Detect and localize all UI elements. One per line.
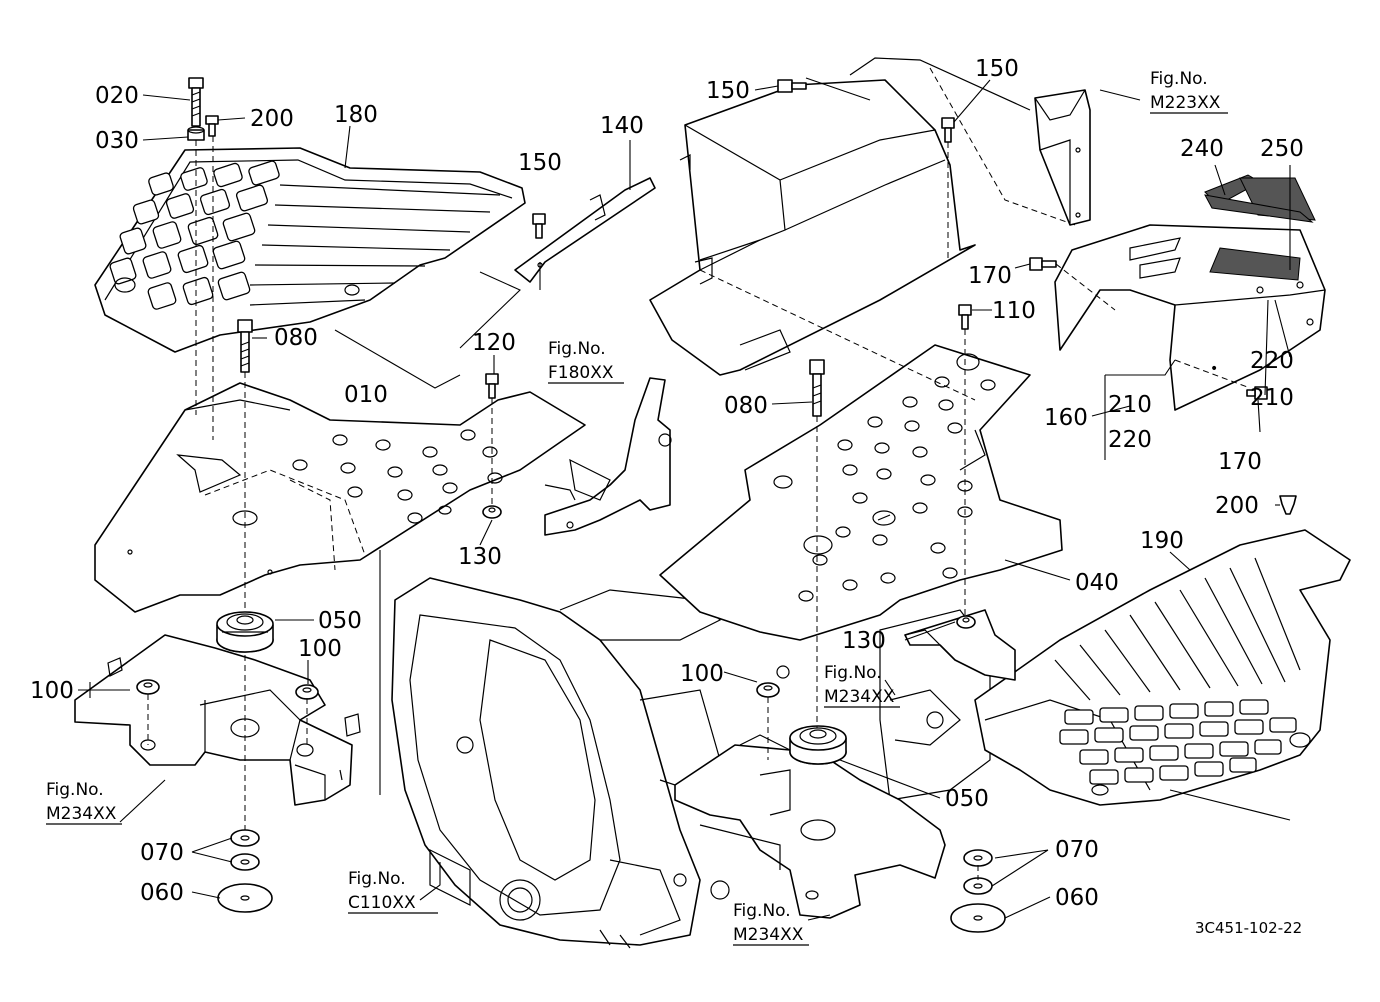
fig-m223-title: Fig.No.	[1150, 69, 1208, 89]
fig-c110-title: Fig.No.	[348, 869, 406, 889]
transmission-housing	[391, 577, 991, 949]
label-170-top: 170	[968, 263, 1012, 289]
mat-cells-right	[1059, 699, 1297, 785]
label-030: 030	[95, 128, 139, 154]
label-210-bracket: 210	[1108, 392, 1152, 418]
label-190: 190	[1140, 528, 1184, 554]
fig-m234-left-title: Fig.No.	[46, 780, 104, 800]
label-180: 180	[334, 102, 378, 128]
label-dot-210: •	[1210, 361, 1218, 377]
bolt-080-center	[809, 359, 825, 417]
label-060-right: 060	[1055, 885, 1099, 911]
label-130-left: 130	[458, 544, 502, 570]
label-100-right: 100	[298, 636, 342, 662]
label-040: 040	[1075, 570, 1119, 596]
bolt-170-bottom	[1246, 386, 1268, 400]
label-250: 250	[1260, 136, 1304, 162]
label-110: 110	[992, 298, 1036, 324]
figure-references: Fig.No. M223XX Fig.No. F180XX Fig.No. M2…	[46, 69, 1228, 946]
decal-240-250	[1204, 174, 1316, 223]
bolt-150-mid	[532, 213, 546, 239]
leader-lines	[78, 77, 1291, 921]
washers-left	[217, 829, 273, 913]
bolt-110	[958, 304, 972, 330]
label-080-center: 080	[724, 393, 768, 419]
label-240: 240	[1180, 136, 1224, 162]
bolt-small-left	[107, 657, 361, 737]
bolt-020	[188, 77, 204, 127]
label-170-bottom: 170	[1218, 449, 1262, 475]
rubber-mount-050-left	[216, 611, 274, 653]
label-050-center: 050	[945, 786, 989, 812]
floor-plate-center	[659, 344, 1063, 641]
label-060-left: 060	[140, 880, 184, 906]
washers-right	[950, 849, 1006, 933]
label-140: 140	[600, 113, 644, 139]
clip-200-left	[205, 115, 219, 137]
label-150-top: 150	[706, 78, 750, 104]
frame-bracket-right	[904, 609, 1016, 681]
part-labels: 020 030 200 180 080 010 120 130 050 100 …	[30, 56, 1304, 911]
floor-plate-left-010	[94, 382, 586, 613]
mat-cells-left	[109, 160, 280, 310]
drawing-code: 3C451-102-22	[1195, 919, 1302, 937]
rubber-mount-050-center	[789, 725, 847, 765]
label-200-left: 200	[250, 106, 294, 132]
bolt-150-right	[941, 117, 955, 143]
alignment-lines	[147, 136, 1251, 880]
label-220-right: 220	[1250, 348, 1294, 374]
label-100-center: 100	[680, 661, 724, 687]
fig-f180-title: Fig.No.	[548, 339, 606, 359]
label-130-right: 130	[842, 628, 886, 654]
plate-holes-center	[798, 376, 996, 602]
fig-m234-bottom-title: Fig.No.	[733, 901, 791, 921]
center-cover-140	[649, 79, 976, 401]
label-220-bracket: 220	[1108, 427, 1152, 453]
bracket-m223	[849, 57, 1091, 226]
bracket-plate	[514, 177, 656, 283]
label-100-left: 100	[30, 678, 74, 704]
mat-ribs-left	[249, 184, 501, 306]
fig-m223-code: M223XX	[1150, 93, 1221, 113]
label-020: 020	[95, 83, 139, 109]
fig-f180-code: F180XX	[548, 363, 614, 383]
label-080-left: 080	[274, 325, 318, 351]
fig-c110-code: C110XX	[348, 893, 416, 913]
label-050-left: 050	[318, 608, 362, 634]
label-150-right: 150	[975, 56, 1019, 82]
clip-200-right	[1279, 495, 1297, 515]
label-160: 160	[1044, 405, 1088, 431]
step-cover-160	[1054, 224, 1326, 411]
label-070-left: 070	[140, 840, 184, 866]
floor-mat-right-190	[974, 529, 1351, 806]
fig-m234-bottom-code: M234XX	[733, 925, 804, 945]
bolt-120	[485, 373, 499, 399]
fig-m234-center-code: M234XX	[824, 687, 895, 707]
label-010: 010	[344, 382, 388, 408]
label-120: 120	[472, 330, 516, 356]
grommets	[136, 505, 976, 700]
plate-holes-left	[292, 429, 503, 524]
frame-bracket-center	[674, 665, 946, 919]
bolt-080-left	[237, 319, 253, 373]
nut-030	[187, 126, 205, 141]
label-210-right: 210	[1250, 385, 1294, 411]
fig-m234-left-code: M234XX	[46, 804, 117, 824]
label-070-right: 070	[1055, 837, 1099, 863]
bolt-170-top	[1029, 257, 1057, 271]
floor-mat-left-180	[94, 147, 526, 353]
mat-ribs-right	[1054, 557, 1301, 701]
fig-m234-center-title: Fig.No.	[824, 663, 882, 683]
label-150-mid: 150	[518, 150, 562, 176]
pedal-bracket-f180	[544, 377, 672, 536]
label-200-right: 200	[1215, 493, 1259, 519]
